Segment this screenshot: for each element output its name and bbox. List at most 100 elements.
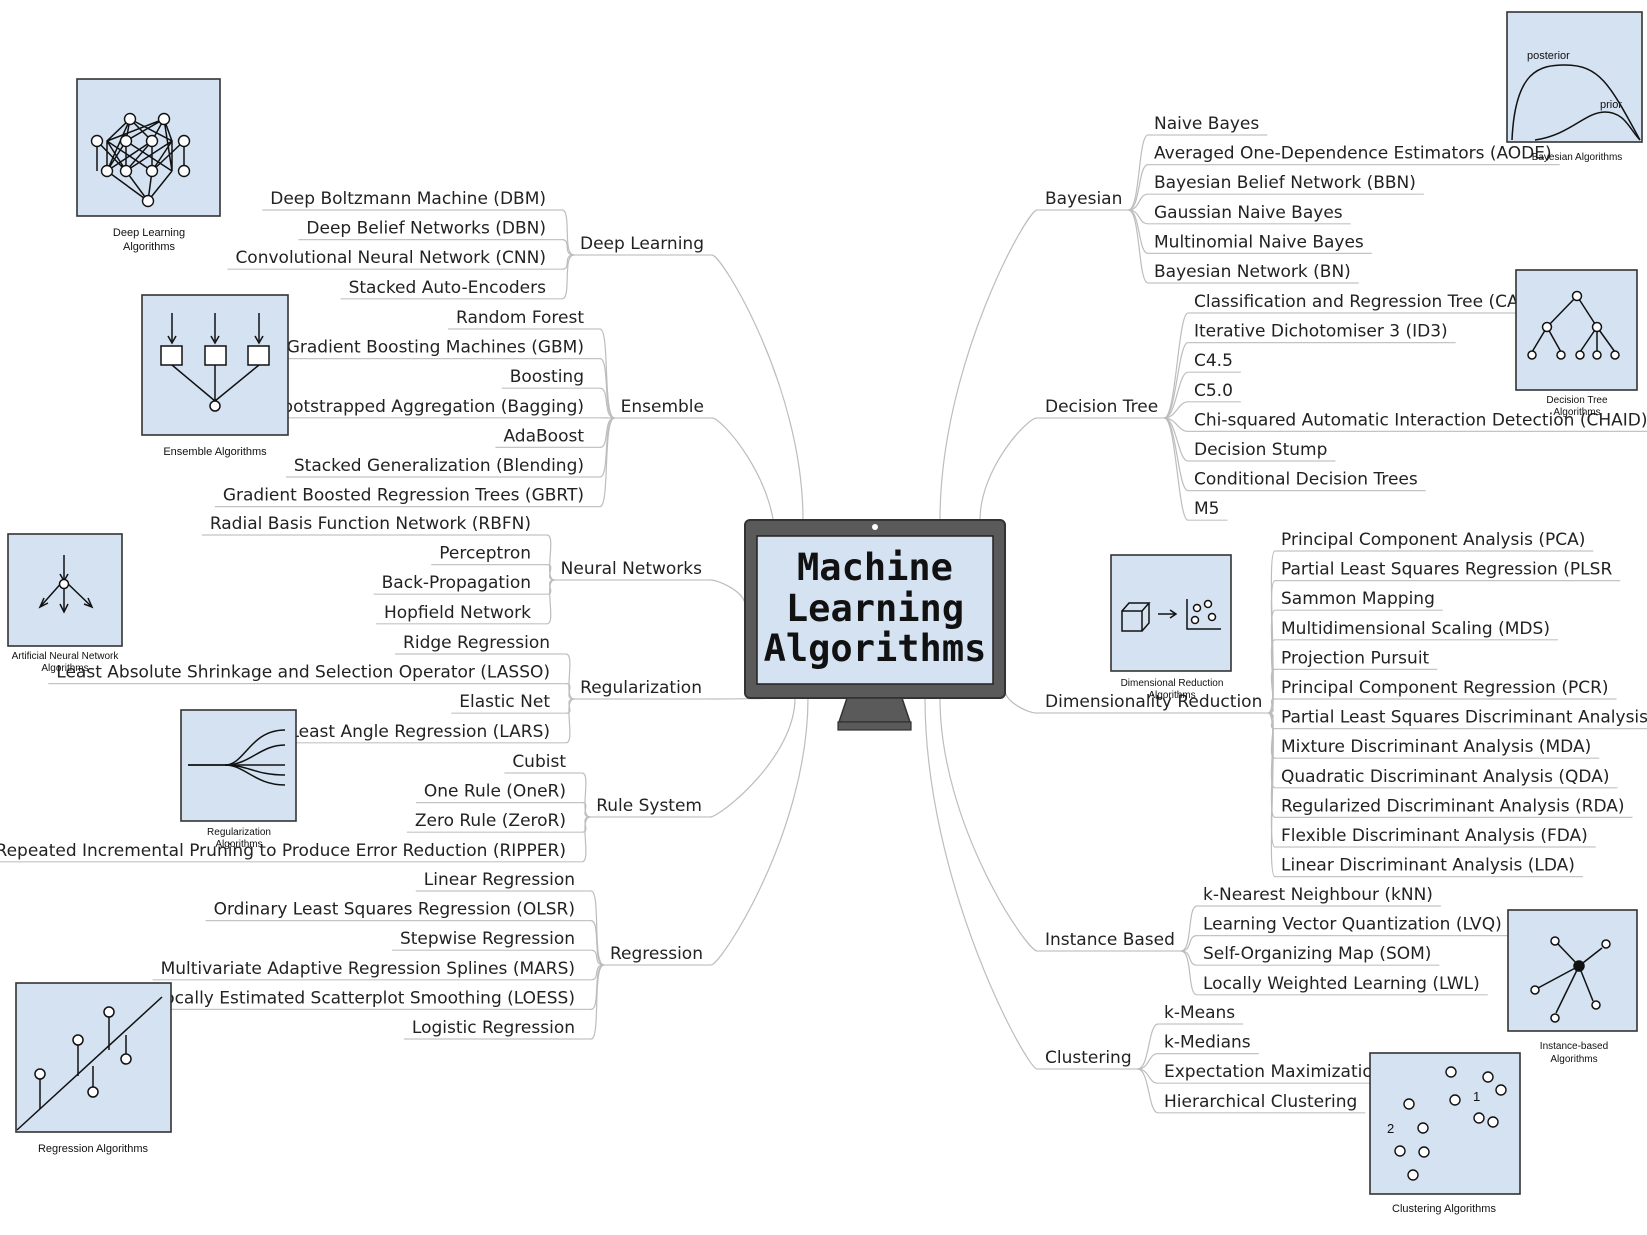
algorithm-item: Repeated Incremental Pruning to Produce … (0, 841, 566, 861)
item-link (1180, 950, 1198, 996)
item-link (1128, 164, 1149, 211)
item-link (565, 683, 575, 700)
algorithm-item: Expectation Maximization (1164, 1062, 1384, 1082)
prior-label: prior (1600, 99, 1622, 111)
algorithm-item: Boosting (510, 367, 584, 387)
algorithm-item: Conditional Decision Trees (1194, 470, 1418, 490)
item-link (565, 698, 575, 744)
algorithm-item: Stepwise Regression (400, 929, 575, 949)
category-decision-tree: Decision Tree (1045, 397, 1158, 417)
category-neural-networks: Neural Networks (561, 559, 702, 579)
trunk-link (939, 209, 1038, 521)
ensemble-icon (160, 313, 270, 412)
algorithm-item: Decision Stump (1194, 440, 1327, 460)
title-line-1: Machine (797, 546, 953, 589)
trunk-link (979, 417, 1038, 521)
algorithm-item: Locally Weighted Learning (LWL) (1203, 974, 1480, 994)
algorithm-item: Least Angle Regression (LARS) (289, 722, 550, 742)
item-link (1137, 1053, 1159, 1070)
trunk-link (709, 697, 796, 818)
neuron-icon (38, 555, 94, 614)
category-deep-learning: Deep Learning (580, 234, 704, 254)
category-regularization: Regularization (580, 678, 702, 698)
item-link (581, 772, 591, 818)
item-link (565, 653, 575, 700)
algorithm-item: Linear Discriminant Analysis (LDA) (1281, 856, 1575, 876)
item-link (590, 920, 605, 966)
cluster-label-1: 1 (1473, 1089, 1480, 1104)
algorithm-item: Zero Rule (ZeroR) (415, 811, 566, 831)
clustering-caption: Clustering Algorithms (1392, 1203, 1496, 1215)
item-link (590, 964, 605, 1040)
item-link (590, 949, 605, 966)
algorithm-item: Bayesian Belief Network (BBN) (1154, 173, 1416, 193)
item-link (1268, 668, 1276, 714)
ensemble-panel: Ensemble Algorithms (141, 294, 289, 458)
algorithm-item: Averaged One-Dependence Estimators (AODE… (1154, 144, 1552, 164)
item-link (1137, 1023, 1159, 1070)
monitor-camera (872, 524, 878, 530)
item-link (581, 802, 591, 818)
panel-frame (1506, 11, 1643, 143)
panel-frame (1515, 269, 1638, 391)
category-ensemble: Ensemble (621, 397, 704, 417)
algorithm-item: Multivariate Adaptive Regression Splines… (161, 959, 575, 979)
algorithm-item: Principal Component Regression (PCR) (1281, 678, 1609, 698)
algorithm-item: Least Absolute Shrinkage and Selection O… (56, 663, 550, 683)
nearest-neighbour-icon (1530, 936, 1611, 1023)
algorithm-item: Ordinary Least Squares Regression (OLSR) (214, 900, 575, 920)
monitor-stand (837, 697, 912, 723)
item-link (1128, 134, 1149, 211)
algorithm-item: C4.5 (1194, 351, 1233, 371)
algorithm-item: Sammon Mapping (1281, 589, 1435, 609)
item-link (599, 417, 615, 508)
algorithm-item: Hierarchical Clustering (1164, 1092, 1357, 1112)
deep-learning-caption-1: Deep Learning (113, 227, 185, 239)
algorithm-item: AdaBoost (503, 426, 584, 446)
item-link (1180, 905, 1198, 952)
algorithm-item: Regularized Discriminant Analysis (RDA) (1281, 796, 1625, 816)
decision-tree-caption-2: Algorithms (1553, 407, 1600, 418)
item-link (1128, 193, 1149, 211)
decision-tree-caption-1: Decision Tree (1546, 395, 1608, 406)
regularization-panel: Regularization Algorithms (180, 709, 297, 850)
cluster-points (1394, 1066, 1507, 1181)
trunk-link (709, 579, 746, 606)
panel-frame (1369, 1052, 1521, 1195)
item-link (1164, 401, 1189, 419)
algorithm-item: Flexible Discriminant Analysis (FDA) (1281, 826, 1588, 846)
bayesian-caption: Bayesian Algorithms (1532, 152, 1623, 163)
algorithm-item: Bayesian Network (BN) (1154, 262, 1351, 282)
ensemble-caption: Ensemble Algorithms (163, 446, 267, 458)
algorithm-item: Logistic Regression (412, 1018, 575, 1038)
distribution-curves-icon (1511, 64, 1641, 141)
deep-learning-panel: Deep Learning Algorithms (76, 78, 221, 253)
category-regression: Regression (610, 944, 703, 964)
neural-network-caption-1: Artificial Neural Network (12, 651, 120, 662)
item-link (1163, 342, 1189, 419)
trunk-link (924, 697, 1038, 1070)
algorithm-item: Stacked Generalization (Blending) (294, 456, 584, 476)
algorithm-item: Deep Belief Networks (DBN) (306, 219, 546, 239)
algorithm-item: Perceptron (439, 544, 531, 564)
cluster-label-2: 2 (1387, 1121, 1394, 1136)
regression-caption: Regression Algorithms (38, 1143, 149, 1155)
item-link (1137, 1068, 1159, 1084)
clustering-panel: 1 2 Clustering Algorithms (1369, 1052, 1521, 1215)
algorithm-item: Learning Vector Quantization (LVQ) (1203, 915, 1502, 935)
dimensional-reduction-caption-2: Algorithms (1148, 690, 1195, 701)
algorithm-item: Mixture Discriminant Analysis (MDA) (1281, 737, 1591, 757)
item-link (1128, 209, 1149, 284)
item-link (581, 816, 591, 863)
neural-network-panel: Artificial Neural Network Algorithms (7, 533, 123, 674)
panel-frame (7, 533, 123, 647)
algorithm-item: Quadratic Discriminant Analysis (QDA) (1281, 767, 1609, 787)
algorithm-item: Gaussian Naive Bayes (1154, 203, 1343, 223)
title-line-2: Learning (786, 587, 964, 630)
